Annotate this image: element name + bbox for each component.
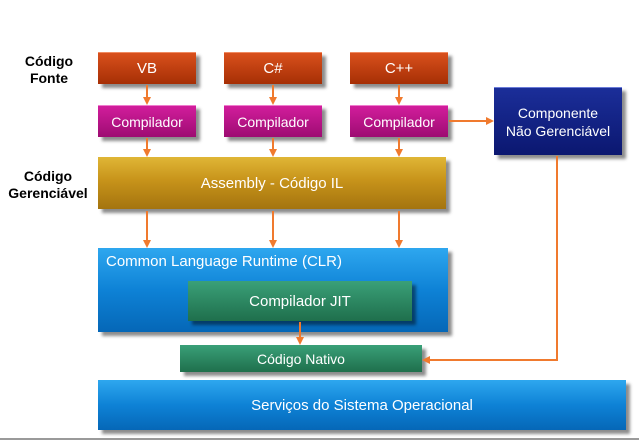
compiler-cs-box: Compilador (224, 105, 322, 137)
cpp-box: C++ (350, 52, 448, 84)
unmanaged-component-box: Componente Não Gerenciável (494, 87, 622, 155)
jit-compiler-box: Compilador JIT (188, 281, 412, 321)
compiler-cpp-box: Compilador (350, 105, 448, 137)
compiler-vb-box: Compilador (98, 105, 196, 137)
os-services-box: Serviços do Sistema Operacional (98, 380, 626, 430)
vb-box: VB (98, 52, 196, 84)
unmanaged-line-1: Componente (517, 104, 599, 121)
managed-code-label: Código Gerenciável (8, 168, 88, 201)
unmanaged-line-2: Não Gerenciável (505, 122, 611, 139)
csharp-box: C# (224, 52, 322, 84)
assembly-box: Assembly - Código IL (98, 157, 446, 209)
native-code-box: Código Nativo (180, 345, 422, 372)
bottom-divider (0, 438, 639, 440)
source-code-label: Código Fonte (24, 53, 74, 86)
